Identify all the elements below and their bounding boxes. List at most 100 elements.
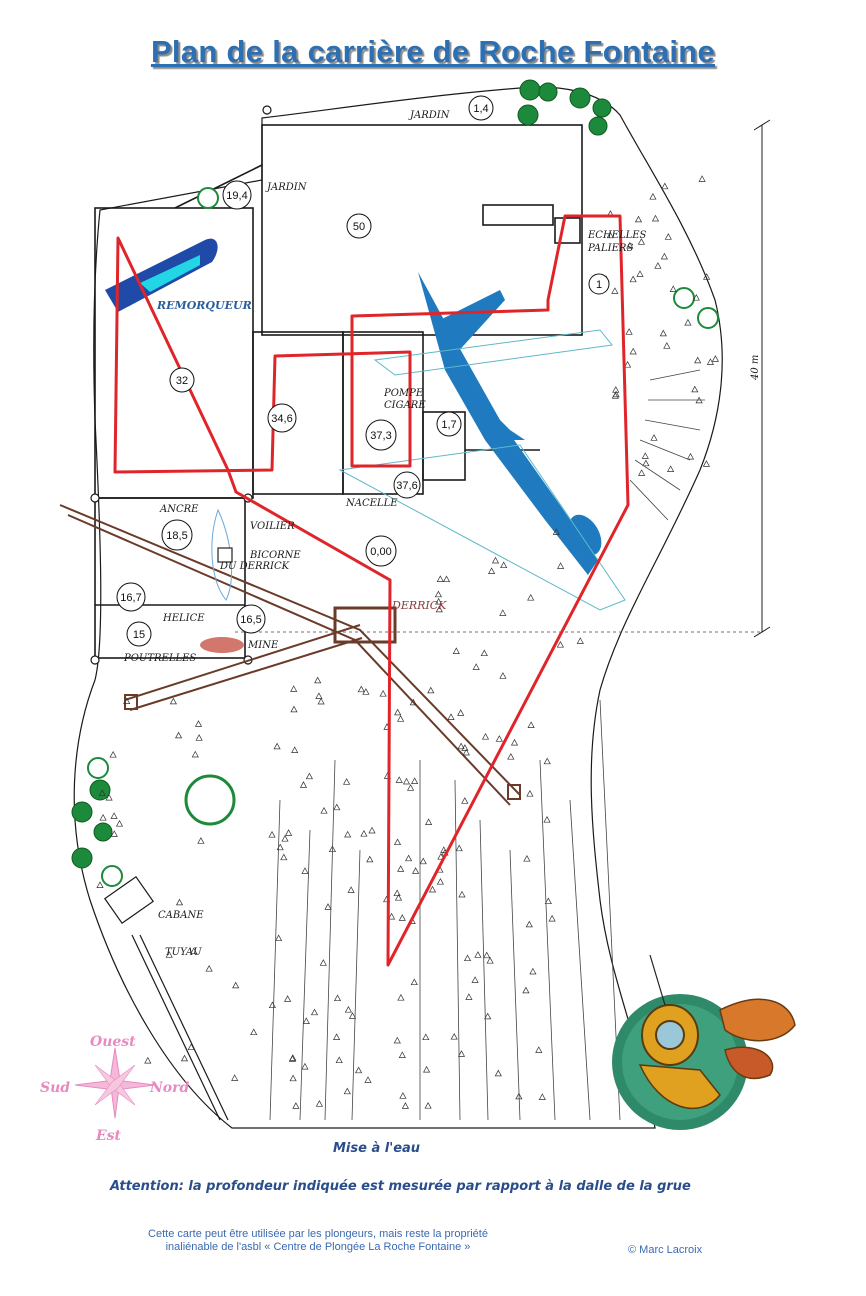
rock-marker (465, 993, 473, 1000)
rock-marker (543, 815, 551, 823)
rock-marker (522, 986, 530, 994)
rock-marker (315, 692, 323, 699)
rock-marker (664, 233, 672, 240)
rock-marker (711, 355, 719, 362)
label-ancre: ANCRE (159, 504, 199, 515)
rock-marker (457, 742, 465, 750)
slope-line (639, 439, 691, 461)
rock-marker (499, 672, 507, 679)
depth-marker: 37,3 (365, 419, 397, 451)
rock-marker (702, 460, 710, 467)
compass-sud: Sud (40, 1080, 70, 1096)
rock-marker (484, 1012, 492, 1020)
rock-marker (642, 459, 650, 467)
rock-marker (529, 967, 537, 975)
rock-marker (231, 1074, 239, 1081)
rock-marker (624, 360, 632, 368)
rock-marker (344, 830, 352, 838)
rock-marker (305, 772, 313, 780)
rock-marker (195, 734, 203, 741)
rock-marker (663, 342, 671, 349)
rock-marker (651, 214, 660, 222)
rock-marker (388, 912, 396, 920)
rock-marker (494, 1069, 502, 1077)
rock-marker (397, 993, 405, 1001)
rock-marker (333, 803, 341, 811)
compass-rose: Ouest Sud Nord Est (40, 1034, 190, 1144)
rock-marker (472, 663, 480, 670)
rock-marker (535, 1046, 543, 1053)
rock-marker (320, 806, 328, 814)
rock-marker (411, 777, 419, 784)
dive-route (113, 214, 630, 967)
rock-marker (691, 385, 699, 393)
rock-marker (310, 1008, 319, 1016)
rock-marker (364, 1076, 372, 1083)
rock-marker (402, 777, 411, 785)
rock-marker (548, 914, 556, 922)
footer-text: Cette carte peut être utilisée par les p… (108, 1228, 528, 1254)
rock-marker (299, 781, 308, 788)
rock-marker (194, 720, 203, 727)
rock-marker (507, 752, 515, 760)
rock-marker (686, 452, 695, 460)
copyright: © Marc Lacroix (628, 1244, 703, 1256)
slope-line (509, 849, 521, 1121)
svg-text:1,4: 1,4 (473, 103, 488, 115)
svg-text:34,6: 34,6 (271, 413, 292, 425)
rock-marker (436, 575, 444, 582)
rock-marker (638, 469, 646, 476)
slope-line (269, 799, 281, 1121)
depth-marker: 16,5 (236, 604, 266, 634)
rock-marker (314, 676, 322, 684)
rock-marker (629, 347, 637, 355)
rock-marker (398, 914, 406, 921)
label-helice: HELICE (162, 613, 205, 624)
svg-text:32: 32 (176, 375, 188, 387)
rock-marker (401, 1102, 409, 1109)
rock-marker (480, 649, 488, 657)
rock-marker (333, 994, 342, 1002)
rock-marker (315, 1100, 323, 1107)
rock-marker (660, 252, 668, 260)
rock-marker (395, 776, 403, 783)
scale-bar: 40 m (235, 119, 771, 638)
rock-marker (428, 885, 437, 893)
depth-marker: 19,4 (222, 180, 252, 210)
svg-text:18,5: 18,5 (166, 530, 187, 542)
depth-marker: 37,6 (393, 471, 421, 499)
svg-text:50: 50 (353, 221, 365, 233)
footer-line-1: Cette carte peut être utilisée par les p… (148, 1228, 488, 1240)
svg-text:16,7: 16,7 (120, 592, 141, 604)
rock-marker (694, 356, 702, 364)
slope-hachures (269, 369, 705, 1121)
derrick-crane (59, 504, 521, 806)
label-poutrelles: POUTRELLES (123, 653, 196, 664)
rock-marker (661, 182, 669, 190)
rock-marker (105, 793, 113, 801)
rock-marker (347, 886, 355, 893)
rock-marker (344, 1005, 352, 1013)
rock-marker (440, 846, 448, 853)
slope-line (351, 849, 361, 1121)
rock-marker (268, 1001, 276, 1009)
label-voilier: VOILIER (250, 521, 295, 532)
rock-marker (523, 854, 531, 862)
slope-line (634, 459, 681, 491)
rock-marker (394, 893, 403, 901)
rock-marker (684, 318, 692, 326)
depth-markers: 1,4 19,4 50 1 32 34,6 37,3 1,7 37,6 18,5… (116, 95, 610, 647)
rock-marker (499, 609, 507, 616)
label-du-derrick: DU DERRICK (219, 561, 290, 572)
svg-text:37,3: 37,3 (370, 430, 391, 442)
svg-text:1: 1 (596, 279, 602, 291)
rock-marker (636, 270, 644, 277)
platform-structures (94, 124, 583, 659)
rock-marker (669, 285, 677, 292)
svg-text:19,4: 19,4 (226, 190, 247, 202)
rock-marker (435, 597, 443, 605)
rock-marker (410, 978, 418, 986)
rock-marker (495, 735, 503, 742)
svg-text:37,6: 37,6 (396, 480, 417, 492)
rock-marker (405, 854, 413, 862)
